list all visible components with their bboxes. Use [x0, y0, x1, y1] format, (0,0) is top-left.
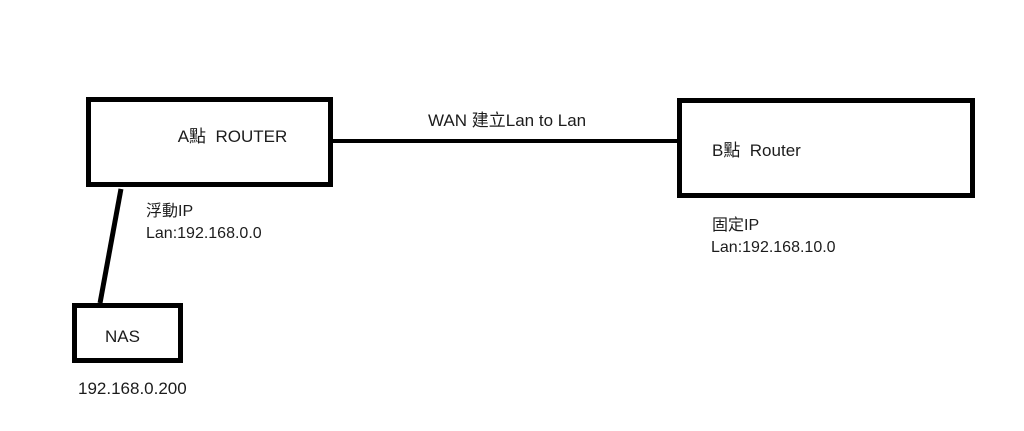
router-a-lan-note: Lan:192.168.0.0: [146, 225, 262, 242]
router-b-node: B點 Router: [677, 98, 975, 198]
router-b-ip-type-note: 固定IP: [712, 217, 760, 234]
router-a-ip-type-note: 浮動IP: [146, 203, 194, 220]
router-a-to-nas-link-line: [97, 188, 124, 304]
nas-label: NAS: [105, 327, 140, 346]
wan-link-label: WAN 建立Lan to Lan: [428, 111, 587, 130]
nas-ip-note: 192.168.0.200: [78, 379, 187, 398]
nas-node: NAS: [72, 303, 183, 363]
router-a-label: A點 ROUTER: [177, 126, 288, 146]
wan-link-line: [330, 139, 679, 143]
router-a-node: A點 ROUTER: [86, 97, 333, 187]
router-b-lan-note: Lan:192.168.10.0: [711, 239, 836, 256]
router-b-label: B點 Router: [712, 140, 801, 160]
